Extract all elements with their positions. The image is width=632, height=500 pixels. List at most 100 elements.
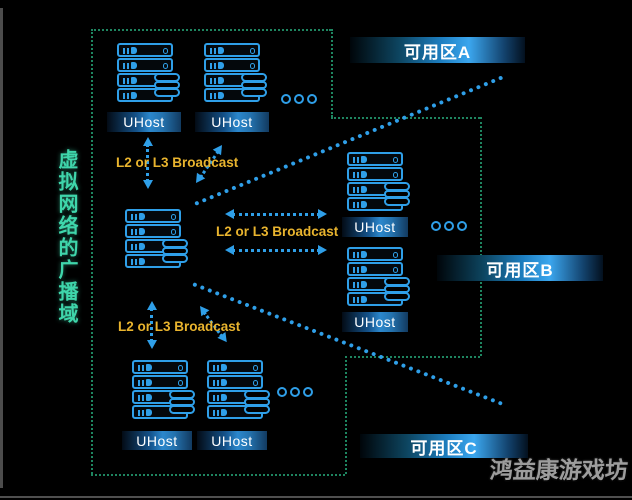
server-unit-icon (347, 247, 403, 261)
server-unit-icon (132, 360, 188, 374)
disk-stack-icon (162, 239, 188, 263)
server-front-grill-icon (353, 201, 367, 208)
domain-border-bottom (91, 474, 345, 476)
server-front-grill-icon (138, 379, 152, 386)
domain-border-top (91, 29, 331, 31)
ellipsis-icon-zone-c (277, 387, 316, 397)
disk-stack-icon (384, 182, 410, 206)
arrowhead-icon (318, 209, 327, 219)
server-stack-zone-b-1 (347, 152, 410, 212)
server-front-grill-icon (123, 92, 137, 99)
uhost-label-zone-b-1: UHost (342, 217, 408, 237)
server-front-grill-icon (353, 156, 367, 163)
server-unit-icon (204, 43, 260, 57)
zone-a-banner: 可用区A (350, 37, 525, 63)
server-front-grill-icon (123, 47, 137, 54)
server-front-grill-icon (123, 77, 137, 84)
dotted-shaft (232, 248, 320, 252)
server-led-icon (162, 63, 168, 69)
server-front-grill-icon (131, 243, 145, 250)
server-front-grill-icon (213, 379, 227, 386)
domain-border-right (480, 117, 482, 356)
ellipsis-icon-zone-a (281, 94, 320, 104)
server-front-grill-icon (213, 394, 227, 401)
uhost-label-zone-a-2: UHost (195, 112, 269, 132)
server-unit-icon (207, 375, 263, 389)
server-front-grill-icon (138, 364, 152, 371)
domain-border-step1-h (331, 117, 480, 119)
screen-edge-artifact-left (0, 8, 3, 488)
server-stack-zone-a-1 (117, 43, 180, 103)
server-unit-icon (117, 58, 173, 72)
arrowhead-icon (225, 245, 234, 255)
server-front-grill-icon (213, 364, 227, 371)
arrowhead-icon (225, 209, 234, 219)
broadcast-label-bottom: L2 or L3 Broadcast (118, 319, 241, 334)
server-front-grill-icon (210, 77, 224, 84)
server-stack-hub (125, 209, 188, 269)
disk-stack-icon (384, 277, 410, 301)
server-front-grill-icon (213, 409, 227, 416)
server-unit-icon (125, 209, 181, 223)
uhost-label-zone-b-2: UHost (342, 312, 408, 332)
ellipsis-icon-zone-b (431, 221, 470, 231)
server-front-grill-icon (210, 92, 224, 99)
server-front-grill-icon (353, 186, 367, 193)
server-front-grill-icon (353, 281, 367, 288)
server-front-grill-icon (138, 394, 152, 401)
server-front-grill-icon (210, 62, 224, 69)
domain-border-step1-v (331, 29, 333, 117)
server-led-icon (392, 157, 398, 163)
server-led-icon (252, 380, 258, 386)
server-led-icon (249, 63, 255, 69)
server-led-icon (392, 267, 398, 273)
server-front-grill-icon (353, 251, 367, 258)
server-stack-zone-c-2 (207, 360, 270, 420)
domain-border-left (91, 29, 93, 474)
disk-stack-icon (169, 390, 195, 414)
arrowhead-icon (143, 180, 153, 189)
server-stack-zone-a-2 (204, 43, 267, 103)
screen-edge-artifact-bottom (0, 496, 632, 498)
server-unit-icon (347, 262, 403, 276)
server-unit-icon (204, 58, 260, 72)
arrowhead-icon (147, 340, 157, 349)
broadcast-label-top: L2 or L3 Broadcast (116, 155, 239, 170)
server-front-grill-icon (353, 266, 367, 273)
dotted-shaft (232, 212, 320, 216)
server-led-icon (177, 365, 183, 371)
server-front-grill-icon (353, 171, 367, 178)
server-front-grill-icon (131, 228, 145, 235)
server-unit-icon (125, 224, 181, 238)
diagram-title-vertical: 虚拟网络的广播域 (55, 149, 77, 325)
server-led-icon (252, 365, 258, 371)
server-led-icon (162, 48, 168, 54)
broadcast-label-middle: L2 or L3 Broadcast (216, 224, 339, 239)
server-front-grill-icon (123, 62, 137, 69)
server-front-grill-icon (131, 258, 145, 265)
disk-stack-icon (154, 73, 180, 97)
server-led-icon (392, 252, 398, 258)
server-unit-icon (117, 43, 173, 57)
server-unit-icon (347, 152, 403, 166)
uhost-label-zone-a-1: UHost (107, 112, 181, 132)
server-unit-icon (207, 360, 263, 374)
domain-border-step2-h (345, 356, 480, 358)
disk-stack-icon (244, 390, 270, 414)
server-stack-zone-b-2 (347, 247, 410, 307)
server-led-icon (392, 172, 398, 178)
domain-border-step2-v (345, 356, 347, 474)
server-front-grill-icon (353, 296, 367, 303)
server-led-icon (170, 214, 176, 220)
zone-c-banner: 可用区C (360, 434, 528, 458)
server-led-icon (249, 48, 255, 54)
server-unit-icon (132, 375, 188, 389)
server-stack-zone-c-1 (132, 360, 195, 420)
zone-b-banner: 可用区B (437, 255, 603, 281)
uhost-label-zone-c-2: UHost (197, 431, 267, 450)
disk-stack-icon (241, 73, 267, 97)
server-unit-icon (347, 167, 403, 181)
watermark-text: 鸿益康游戏坊 (489, 457, 629, 483)
server-front-grill-icon (131, 213, 145, 220)
